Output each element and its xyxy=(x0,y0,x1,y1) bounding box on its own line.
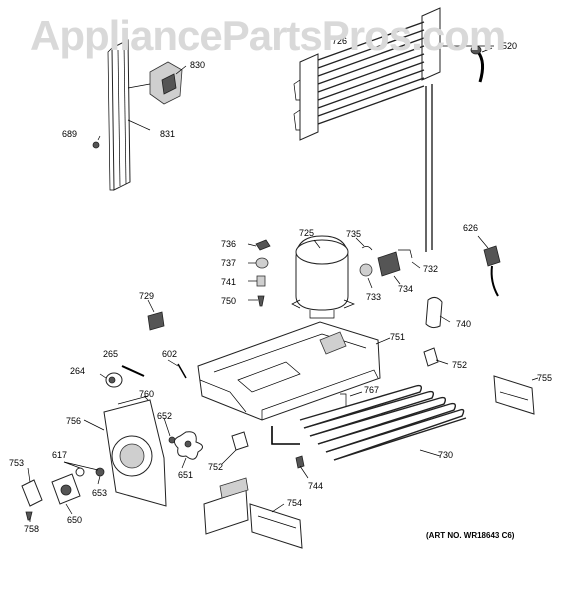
part-756-fan-shroud[interactable] xyxy=(103,399,167,507)
label-753: 753 xyxy=(9,458,24,468)
label-626: 626 xyxy=(463,223,478,233)
label-744: 744 xyxy=(308,481,323,491)
part-734-relay[interactable] xyxy=(377,251,401,277)
part-752-clip-upper[interactable] xyxy=(423,347,439,367)
label-740: 740 xyxy=(456,319,471,329)
part-758-screw[interactable] xyxy=(25,511,33,521)
label-689: 689 xyxy=(62,129,77,139)
label-751: 751 xyxy=(390,332,405,342)
part-760-bracket[interactable] xyxy=(117,395,149,405)
part-602-screw[interactable] xyxy=(177,363,187,379)
part-264-rubber-mount[interactable] xyxy=(105,372,123,388)
label-752-lower: 752 xyxy=(208,462,223,472)
part-751-base-pan[interactable] xyxy=(197,321,381,421)
label-520: 520 xyxy=(502,41,517,51)
part-736-grommet[interactable] xyxy=(255,239,271,251)
label-750: 750 xyxy=(221,296,236,306)
label-725: 725 xyxy=(299,228,314,238)
part-755-bracket[interactable] xyxy=(493,375,535,415)
part-754-drain-pan[interactable] xyxy=(203,477,303,549)
part-737-grommet[interactable] xyxy=(255,257,269,269)
leader-lines xyxy=(27,45,539,522)
part-830-bracket[interactable] xyxy=(127,61,183,105)
label-729: 729 xyxy=(139,291,154,301)
label-737: 737 xyxy=(221,258,236,268)
part-767-bracket[interactable] xyxy=(340,393,347,406)
watermark-logo: AppliancePartsPros.com xyxy=(30,12,506,59)
label-726: 726 xyxy=(332,36,347,46)
label-754: 754 xyxy=(287,498,302,508)
part-650-fan-motor[interactable] xyxy=(51,473,81,505)
label-732: 732 xyxy=(423,264,438,274)
label-755: 755 xyxy=(537,373,552,383)
part-651-fan-blade[interactable] xyxy=(174,431,203,460)
label-831: 831 xyxy=(160,129,175,139)
part-741-sleeve[interactable] xyxy=(256,275,266,287)
label-767: 767 xyxy=(364,385,379,395)
label-735: 735 xyxy=(346,229,361,239)
part-732-terminal[interactable] xyxy=(398,249,413,259)
label-758: 758 xyxy=(24,524,39,534)
part-689-screw[interactable] xyxy=(92,141,100,149)
label-736: 736 xyxy=(221,239,236,249)
part-726-condenser[interactable] xyxy=(293,7,441,252)
part-750-screw[interactable] xyxy=(257,295,265,307)
label-760: 760 xyxy=(139,389,154,399)
label-756: 756 xyxy=(66,416,81,426)
art-number: (ART NO. WR18643 C6) xyxy=(426,531,515,540)
part-740-bracket[interactable] xyxy=(425,296,443,329)
part-744-clip[interactable] xyxy=(295,455,305,469)
label-651: 651 xyxy=(178,470,193,480)
label-830: 830 xyxy=(190,60,205,70)
part-730-condenser-coil[interactable] xyxy=(271,384,467,461)
part-265-screw[interactable] xyxy=(121,365,145,377)
part-752-clip-lower[interactable] xyxy=(231,431,249,451)
part-753-bracket[interactable] xyxy=(21,479,43,507)
label-264: 264 xyxy=(70,366,85,376)
label-733: 733 xyxy=(366,292,381,302)
label-730: 730 xyxy=(438,450,453,460)
part-735-overload-clip[interactable] xyxy=(361,246,373,251)
label-602: 602 xyxy=(162,349,177,359)
label-741: 741 xyxy=(221,277,236,287)
part-617-grommet[interactable] xyxy=(75,467,85,477)
part-729-capacitor[interactable] xyxy=(147,311,165,331)
part-831-rail[interactable] xyxy=(107,39,131,191)
part-725-compressor[interactable] xyxy=(291,235,355,319)
label-652: 652 xyxy=(157,411,172,421)
part-626-power-cord[interactable] xyxy=(483,245,501,297)
label-650: 650 xyxy=(67,515,82,525)
label-265: 265 xyxy=(103,349,118,359)
label-734: 734 xyxy=(398,284,413,294)
label-617: 617 xyxy=(52,450,67,460)
part-733-overload[interactable] xyxy=(359,263,373,277)
label-653: 653 xyxy=(92,488,107,498)
label-752-upper: 752 xyxy=(452,360,467,370)
part-653-grommet[interactable] xyxy=(95,467,105,477)
